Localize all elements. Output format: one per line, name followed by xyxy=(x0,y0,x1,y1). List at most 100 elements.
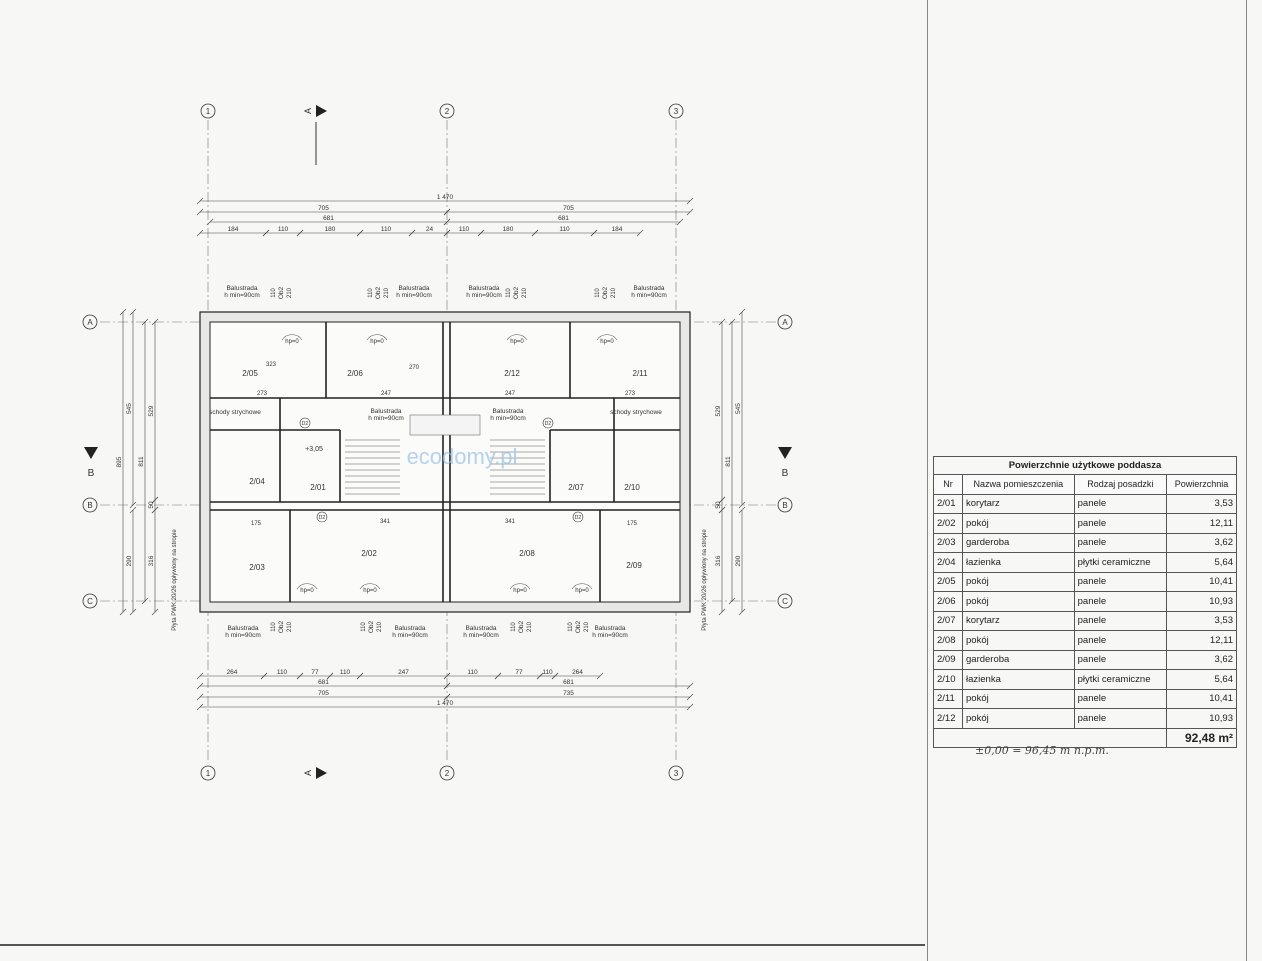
section-arrow-b xyxy=(778,447,792,459)
table-total-row: 92,48 m² xyxy=(933,727,1238,748)
dimension-tick xyxy=(196,703,204,711)
dimension-tick xyxy=(443,672,451,680)
dimension-label: 77 xyxy=(311,669,319,676)
dimension-tick xyxy=(129,501,137,509)
axis-bubble xyxy=(777,593,793,609)
balustrade-label: Balustrada xyxy=(594,625,625,632)
dimension-label: 705 xyxy=(318,205,329,212)
axis-bubble xyxy=(777,314,793,330)
room-nr: 2/06 xyxy=(933,591,963,612)
room-nr: 2/03 xyxy=(933,532,963,553)
dimension-label: 681 xyxy=(558,215,569,222)
dimension-label: 110 xyxy=(542,669,553,676)
axis-label: 1 xyxy=(206,769,211,778)
balustrade-height: h min=90cm xyxy=(490,415,526,422)
window-height: 210 xyxy=(287,621,293,632)
room-name: pokój xyxy=(962,513,1075,534)
dimension-label: 110 xyxy=(277,669,288,676)
dimension-tick xyxy=(686,208,694,216)
room-name: łazienka xyxy=(962,669,1075,690)
dimension-label: 110 xyxy=(467,669,478,676)
axis-bubble xyxy=(668,765,684,781)
dimension-tick xyxy=(686,197,694,205)
room-area: 5,64 xyxy=(1165,669,1238,690)
room-dimension: 273 xyxy=(625,391,636,397)
dimension-label: 110 xyxy=(278,226,289,233)
dimension-tick xyxy=(718,496,726,504)
door-swing xyxy=(506,334,528,341)
dimension-label: 184 xyxy=(612,226,623,233)
dim-total-top: 1 470 xyxy=(437,194,454,201)
dim-total-bottom: 1 470 xyxy=(437,700,454,707)
dimension-tick xyxy=(296,672,304,680)
dimension-tick xyxy=(443,693,451,701)
door-swing xyxy=(359,583,381,590)
room-nr: 2/10 xyxy=(933,669,963,690)
axis-bubble xyxy=(200,765,216,781)
room-dimension: 323 xyxy=(266,362,277,368)
hp-marker: hp=0 xyxy=(370,339,384,345)
floor-type: panele xyxy=(1073,591,1167,612)
dimension-tick xyxy=(596,672,604,680)
dimension-tick xyxy=(477,229,485,237)
room-name: garderoba xyxy=(962,649,1075,670)
dimension-tick xyxy=(141,597,149,605)
dimension-tick xyxy=(718,608,726,616)
dimension-tick xyxy=(196,229,204,237)
room-nr: 2/09 xyxy=(933,649,963,670)
window-width: 110 xyxy=(368,288,374,298)
room-dimension: 341 xyxy=(380,519,391,525)
door-swing xyxy=(296,583,318,590)
room-dimension: 247 xyxy=(381,391,392,397)
dimension-label: 77 xyxy=(515,669,523,676)
dimension-label: 50 xyxy=(715,501,722,509)
room-area: 12,11 xyxy=(1165,630,1238,651)
room-area: 3,62 xyxy=(1165,532,1238,553)
balustrade-height: h min=90cm xyxy=(631,292,667,299)
window-height: 210 xyxy=(522,287,528,298)
col-name: Nazwa pomieszczenia xyxy=(962,474,1075,495)
window-tag: Ob2 xyxy=(278,286,285,299)
room-name: pokój xyxy=(962,591,1075,612)
door-swing xyxy=(281,334,303,341)
room-nr: 2/11 xyxy=(933,688,963,709)
floor-type: panele xyxy=(1073,493,1167,514)
dimension-label: 24 xyxy=(426,226,434,233)
floor-type: panele xyxy=(1073,610,1167,631)
stairs-label: schody strychowe xyxy=(209,409,261,416)
floor-type: panele xyxy=(1073,513,1167,534)
room-nr: 2/05 xyxy=(933,571,963,592)
room-area: 10,41 xyxy=(1165,571,1238,592)
dimension-tick xyxy=(443,208,451,216)
section-arrow xyxy=(316,767,327,779)
floor-type: panele xyxy=(1073,571,1167,592)
room-label: 2/06 xyxy=(347,369,363,378)
area-table-panel: Powierzchnie użytkowe poddasza Nr Nazwa … xyxy=(933,456,1238,748)
dimension-tick xyxy=(738,608,746,616)
axis-bubble xyxy=(439,103,455,119)
hp-marker: hp=0 xyxy=(363,588,377,594)
room-area: 10,41 xyxy=(1165,688,1238,709)
dimension-tick xyxy=(728,318,736,326)
axis-label: A xyxy=(782,318,788,327)
dimension-label: 180 xyxy=(325,226,336,233)
room-name: pokój xyxy=(962,688,1075,709)
balustrade-label: Balustrada xyxy=(492,408,523,415)
area-table-header: Nr Nazwa pomieszczenia Rodzaj posadzki P… xyxy=(933,474,1238,495)
dimension-tick xyxy=(129,308,137,316)
room-label: 2/10 xyxy=(624,483,640,492)
dimension-tick xyxy=(536,672,544,680)
room-area: 3,62 xyxy=(1165,649,1238,670)
floor-type: panele xyxy=(1073,688,1167,709)
window-height: 210 xyxy=(287,287,293,298)
axis-bubble xyxy=(82,314,98,330)
window-width: 110 xyxy=(271,622,277,632)
dimension-label: 681 xyxy=(323,215,334,222)
sheet-right-edge xyxy=(1246,0,1247,961)
floor-type: płytki ceramiczne xyxy=(1073,669,1167,690)
dimension-tick xyxy=(738,506,746,514)
dimension-label: 529 xyxy=(148,405,155,416)
